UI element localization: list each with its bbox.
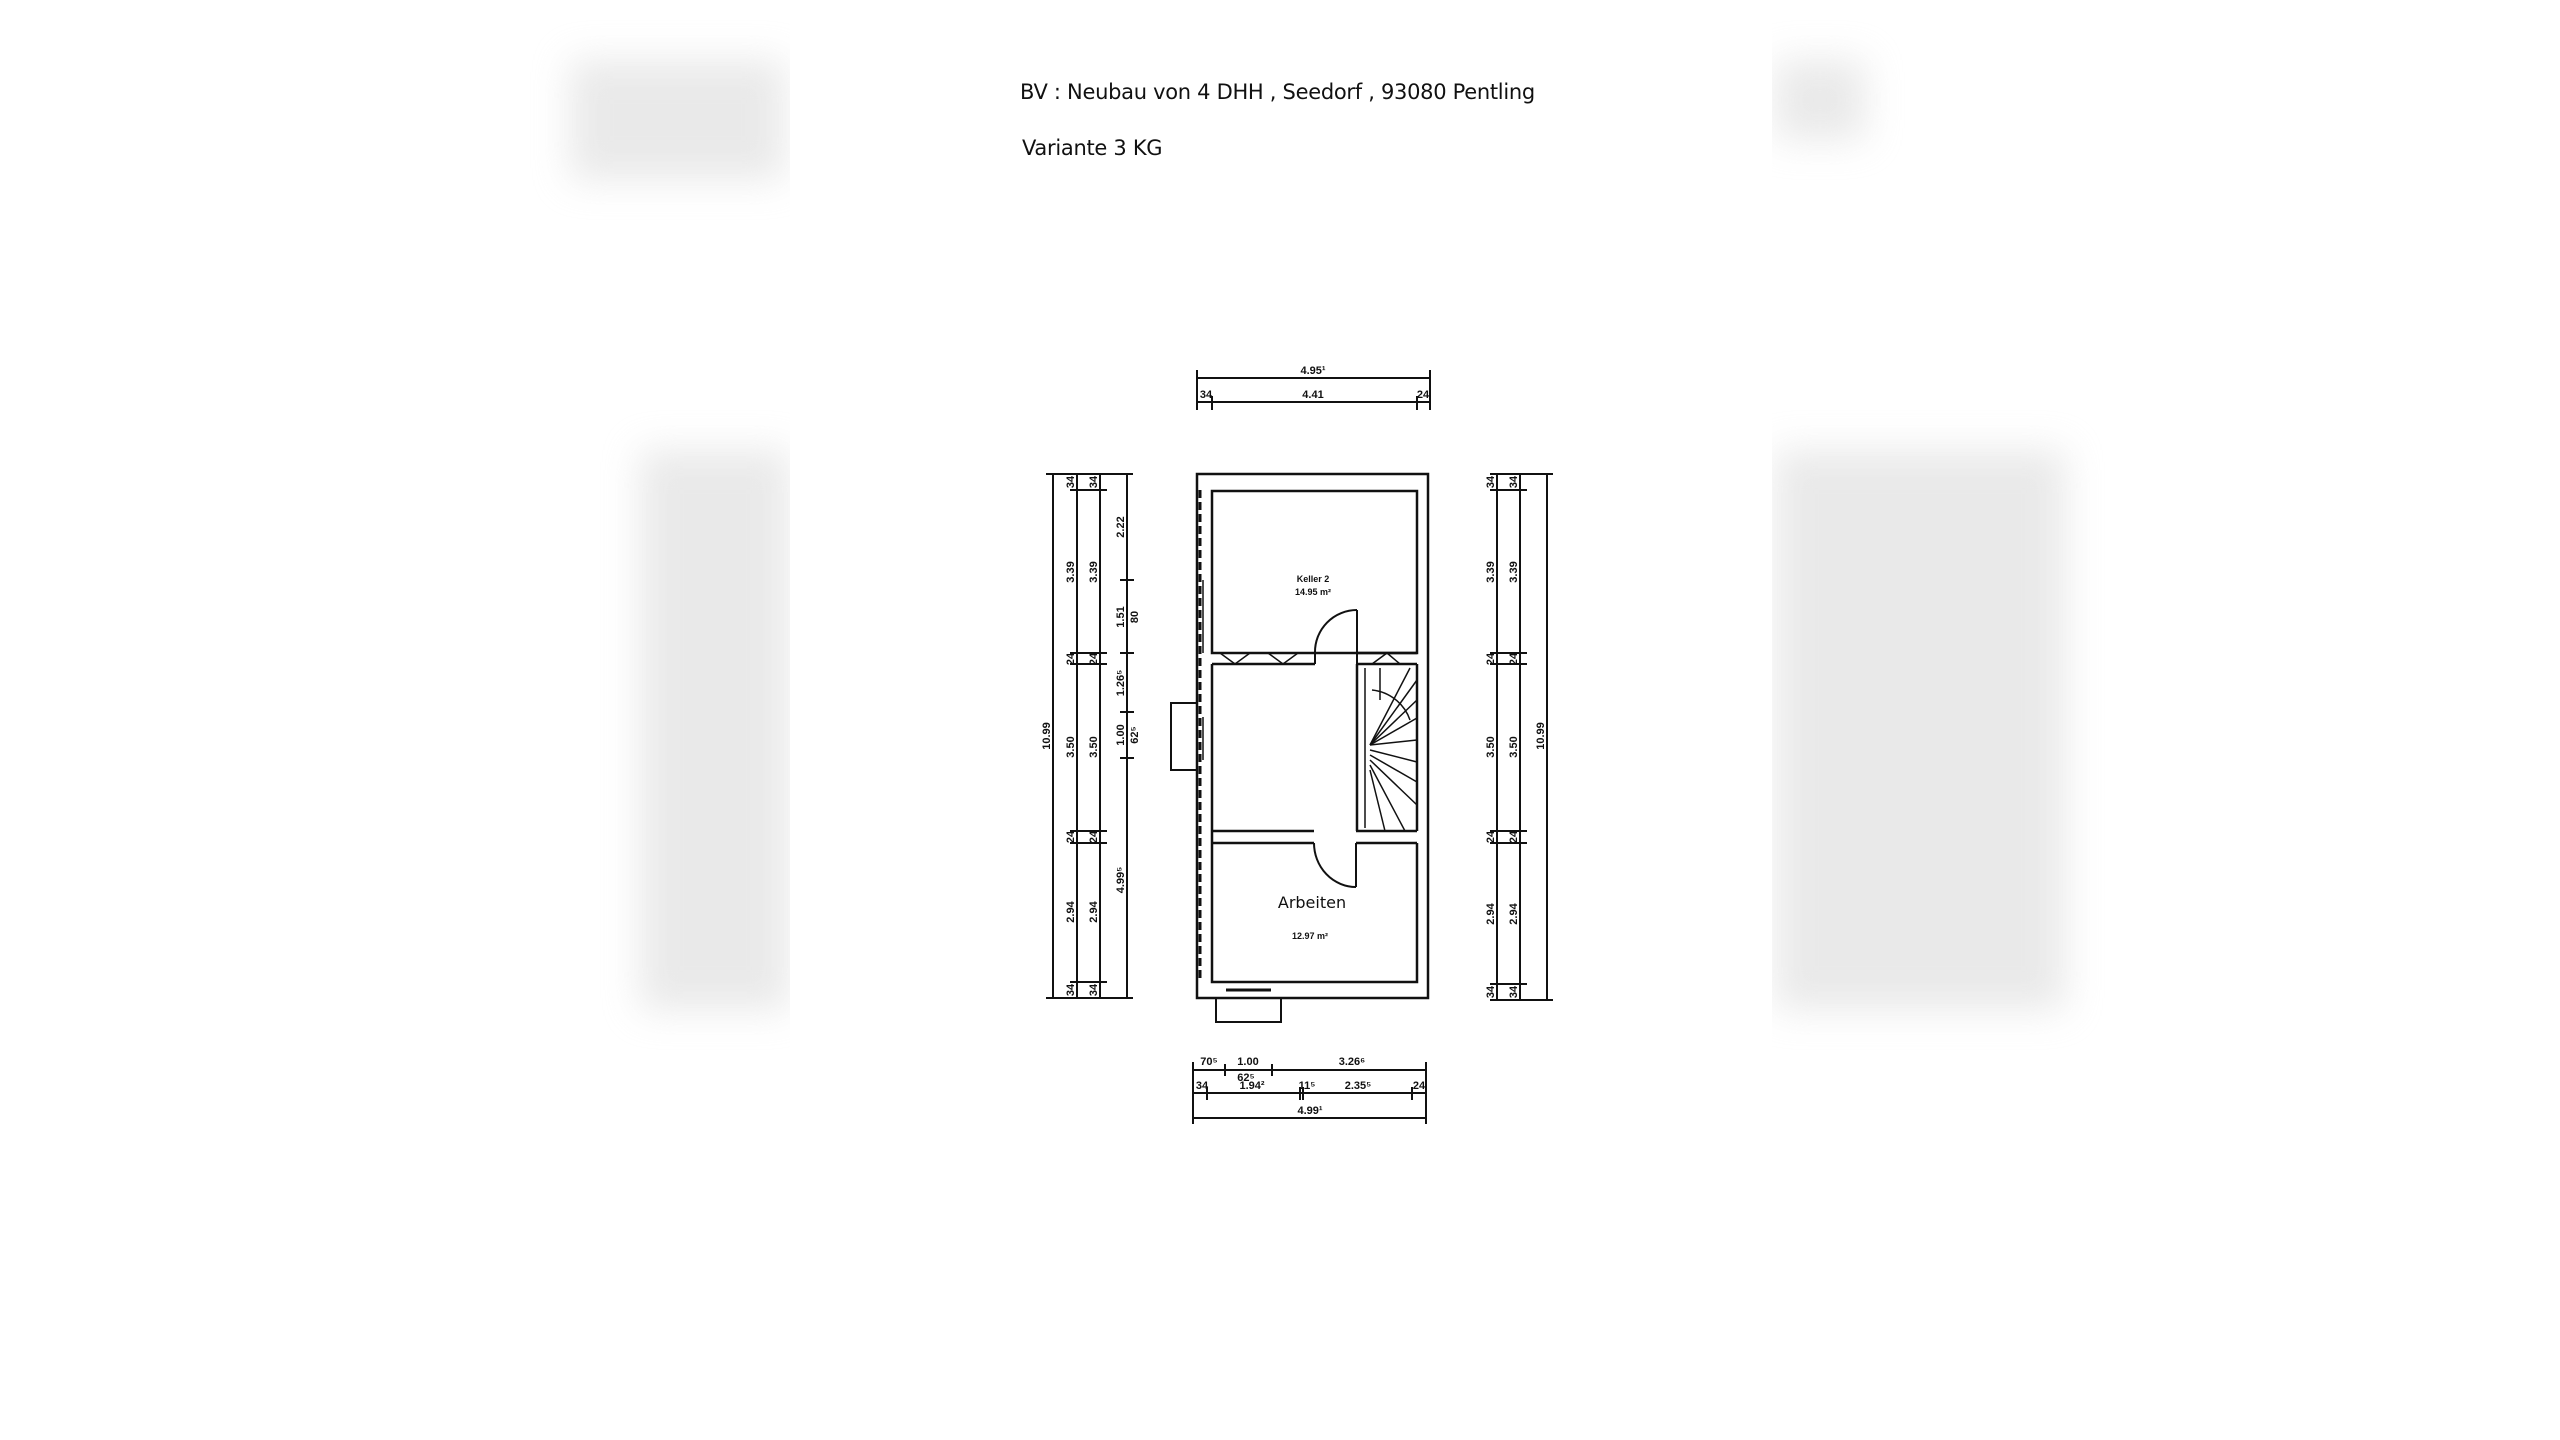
dim-left-c: 1.26⁵ [1115, 670, 1127, 697]
right-dimension-lines [1490, 473, 1553, 1001]
dim-bottom-total: 4.99¹ [1297, 1105, 1322, 1117]
dim-right-a: 34 [1485, 985, 1497, 998]
dim-left-total: 10.99 [1041, 722, 1053, 750]
window-well-left [1170, 702, 1198, 771]
dim-bottom-row2: 2.35⁵ [1345, 1080, 1372, 1092]
dim-left-a: 3.39 [1065, 561, 1077, 582]
dim-left-a: 34 [1065, 475, 1077, 488]
dim-left-c: 80 [1129, 611, 1141, 623]
dim-right-a: 24 [1485, 830, 1497, 843]
dim-right-a: 3.50 [1485, 736, 1497, 757]
dim-bottom-row1: 3.26⁶ [1339, 1056, 1365, 1068]
wall-hatch [1219, 652, 1401, 665]
dim-left-c: 2.22 [1115, 516, 1127, 537]
variant-label: Variante 3 KG [1022, 136, 1163, 160]
dim-bottom-row2: 1.94² [1239, 1080, 1264, 1092]
bottom-dimension-lines [1192, 1062, 1427, 1124]
dim-left-b: 3.39 [1088, 561, 1100, 582]
dim-right-b: 3.39 [1508, 561, 1520, 582]
dim-left-c: 62⁵ [1129, 726, 1141, 743]
dim-bottom-row2: 11⁵ [1299, 1080, 1316, 1092]
room-name-keller: Keller 2 [1297, 574, 1330, 584]
dim-right-b: 2.94 [1508, 902, 1520, 924]
dim-right-b: 24 [1508, 830, 1520, 843]
exterior-walls [1195, 472, 1430, 1000]
dim-right-total: 10.99 [1535, 722, 1547, 750]
dim-bottom-row1: 70⁵ [1200, 1056, 1217, 1068]
dim-left-b: 24 [1088, 652, 1100, 665]
dim-left-a: 34 [1065, 983, 1077, 996]
dim-right-a: 3.39 [1485, 561, 1497, 582]
dim-left-a: 24 [1065, 652, 1077, 665]
dim-top-part: 24 [1417, 389, 1430, 401]
dim-left-c: 1.51 [1115, 606, 1127, 627]
door-keller [1313, 609, 1358, 664]
dim-left-a: 3.50 [1065, 736, 1077, 757]
blurred-background-right-header [1775, 60, 1865, 140]
dim-top-total: 4.95¹ [1300, 365, 1325, 377]
dim-left-b: 34 [1088, 983, 1100, 996]
dim-right-a: 24 [1485, 652, 1497, 665]
dim-bottom-row2: 34 [1196, 1080, 1209, 1092]
dim-bottom-row2: 24 [1413, 1080, 1426, 1092]
dim-bottom-row1: 1.00 [1237, 1056, 1258, 1068]
dim-left-a: 2.94 [1065, 900, 1077, 922]
project-title: BV : Neubau von 4 DHH , Seedorf , 93080 … [1020, 80, 1535, 104]
left-dimension-lines [1046, 473, 1134, 999]
dim-top-part: 34 [1200, 389, 1213, 401]
door-arbeiten [1313, 842, 1357, 888]
window-well-bottom [1215, 997, 1282, 1023]
blurred-background-left-plan [640, 450, 790, 1010]
dim-top-part: 4.41 [1302, 389, 1323, 401]
dim-left-c: 4.99⁵ [1115, 867, 1127, 894]
dim-left-c: 1.00 [1115, 724, 1127, 745]
room-name-arbeiten: Arbeiten [1278, 893, 1346, 912]
dim-left-b: 24 [1088, 830, 1100, 843]
dim-right-a: 34 [1485, 475, 1497, 488]
document-page [790, 0, 1772, 1440]
room-area-keller: 14.95 m² [1295, 587, 1331, 597]
dim-right-b: 34 [1508, 985, 1520, 998]
dim-bottom-row1: 62⁵ [1237, 1072, 1254, 1084]
dim-left-b: 34 [1088, 475, 1100, 488]
blurred-background-left-header [570, 60, 785, 180]
dim-right-a: 2.94 [1485, 902, 1497, 924]
room-area-arbeiten: 12.97 m² [1292, 931, 1328, 941]
staircase [1364, 667, 1418, 832]
dim-left-b: 3.50 [1088, 736, 1100, 757]
dim-right-b: 3.50 [1508, 736, 1520, 757]
dim-right-b: 24 [1508, 652, 1520, 665]
dim-left-a: 24 [1065, 830, 1077, 843]
blurred-background-right-plan [1775, 450, 2065, 1010]
dim-right-b: 34 [1508, 475, 1520, 488]
top-dimension-lines [1196, 370, 1431, 410]
dim-left-b: 2.94 [1088, 900, 1100, 922]
